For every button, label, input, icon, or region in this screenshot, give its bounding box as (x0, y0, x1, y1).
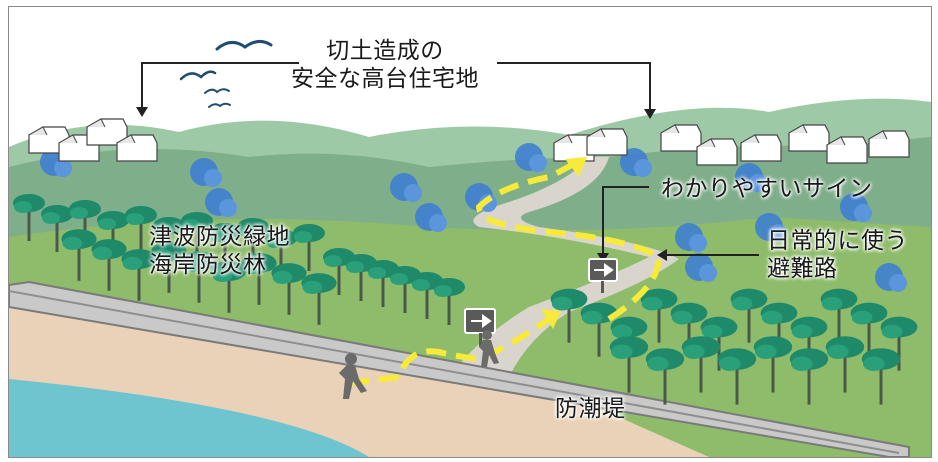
pine-tree (265, 229, 297, 276)
person-running-icon (339, 353, 367, 399)
pine-tree (151, 241, 187, 293)
broadleaf-tree (515, 143, 547, 172)
pine-tree (181, 212, 213, 259)
bird-icon (215, 40, 273, 51)
pine-tree (861, 348, 901, 405)
evacuation-path (449, 157, 679, 377)
arrow-sign-icon (464, 308, 496, 347)
route-arrowhead (541, 309, 561, 329)
sign-label: わかりやすいサイン (661, 175, 873, 203)
route-label-line1: 日常的に使う (767, 228, 908, 254)
person-running-icon (479, 330, 499, 367)
broadleaf-tree (205, 188, 237, 217)
pine-tree (850, 302, 888, 357)
evacuation-route-arrow (475, 160, 663, 322)
house-icon (826, 136, 868, 164)
pine-tree (550, 288, 588, 343)
arrow-sign-icon (588, 258, 618, 293)
leader-line-sign (602, 186, 649, 255)
house-icon (740, 134, 782, 162)
seawall-label-text: 防潮堤 (555, 396, 626, 422)
pine-tree (69, 200, 101, 247)
sea (9, 379, 369, 457)
pine-tree (760, 302, 798, 357)
coastal-evacuation-scene (9, 40, 931, 457)
pine-tree (237, 218, 269, 265)
broadleaf-tree (190, 158, 222, 187)
pine-tree (753, 336, 793, 393)
house-icon (86, 118, 128, 146)
pine-tree (125, 206, 157, 253)
pine-tree (433, 278, 465, 325)
house-icon (586, 128, 628, 156)
pine-tree (293, 224, 325, 271)
pine-tree (717, 348, 757, 405)
route-label: 日常的に使う 避難路 (767, 227, 908, 283)
pine-tree (880, 316, 918, 371)
broadleaf-tree (685, 253, 717, 282)
house-icon (660, 124, 702, 152)
broadleaf-tree (620, 148, 652, 177)
pine-tree (580, 302, 618, 357)
pine-tree (645, 348, 685, 405)
pine-tree (271, 263, 307, 315)
pine-tree (13, 194, 45, 241)
pine-tree (241, 253, 277, 305)
broadleaf-tree (755, 213, 787, 242)
house-icon (788, 124, 830, 152)
broadleaf-tree (675, 223, 707, 252)
house-icon (696, 138, 738, 166)
highland-label-line1: 切土造成の (326, 38, 444, 64)
pine-tree (211, 261, 247, 313)
leader-arrow (644, 109, 656, 119)
bird-icon (179, 70, 217, 81)
seawall-label: 防潮堤 (555, 395, 626, 423)
evacuation-route-arrow (348, 316, 551, 386)
pine-tree (209, 223, 241, 270)
broadleaf-tree (735, 163, 767, 192)
forest-label-line1: 津波防災緑地 (149, 224, 290, 250)
route-label-line2: 避難路 (767, 256, 838, 282)
pine-tree (730, 288, 768, 343)
pine-tree (670, 302, 708, 357)
forest-label: 津波防災緑地 海岸防災林 (149, 223, 290, 279)
leader-arrow (657, 249, 667, 261)
route-arrowhead (565, 157, 587, 177)
highland-label: 切土造成の 安全な高台住宅地 (291, 37, 479, 93)
bird-icon (204, 88, 230, 94)
broadleaf-tree (390, 173, 422, 202)
pine-tree (681, 336, 721, 393)
pine-tree (301, 273, 337, 325)
pine-tree (640, 288, 678, 343)
pine-tree (61, 229, 97, 281)
broadleaf-tree (840, 193, 872, 222)
leader-arrow (136, 107, 148, 117)
highland-label-line2: 安全な高台住宅地 (291, 66, 479, 92)
seawall-top (9, 290, 900, 454)
pine-tree (181, 251, 217, 303)
sign-label-text: わかりやすいサイン (661, 176, 873, 202)
pine-tree (825, 336, 865, 393)
forest-label-line2: 海岸防災林 (149, 252, 267, 278)
broadleaf-tree (415, 203, 447, 232)
pine-tree (97, 211, 129, 258)
pine-tree (789, 348, 829, 405)
pine-tree (41, 205, 73, 252)
pine-tree (91, 239, 127, 291)
illustration-frame: 切土造成の 安全な高台住宅地 津波防災緑地 海岸防災林 わかりやすいサイン 日常… (8, 6, 932, 458)
pine-tree (609, 336, 649, 393)
leader-line-highland (141, 62, 299, 109)
bird-icon (208, 102, 231, 108)
pine-tree (820, 288, 858, 343)
leader-line-highland-right (497, 62, 651, 111)
house-icon (868, 130, 910, 158)
broadleaf-tree (875, 263, 907, 292)
house-icon (116, 134, 158, 162)
pine-tree (121, 249, 157, 301)
